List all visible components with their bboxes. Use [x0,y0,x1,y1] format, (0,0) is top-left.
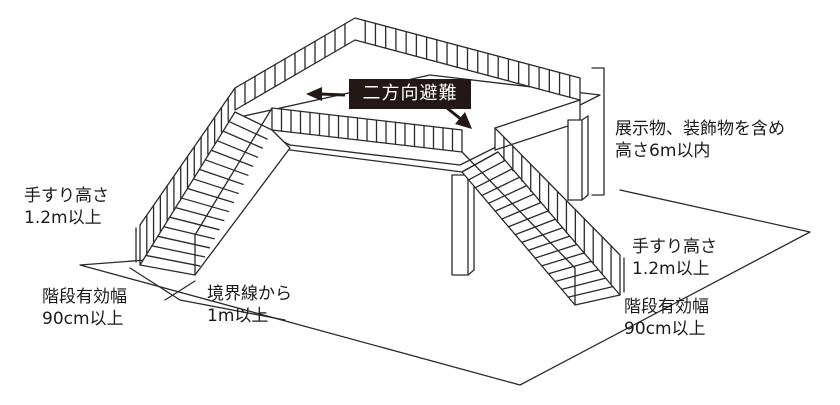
stair-step [521,227,564,244]
support-column-right [567,115,589,201]
stair-width-left-line2: 90cm以上 [42,309,124,329]
stair-step [210,149,254,167]
site-boundary-outline [79,189,811,386]
boundary-line2: 1m以上 [207,306,269,326]
stair-step [527,235,571,251]
stair-step [157,235,211,249]
evacuation-arrow-left [306,87,346,101]
stair-step [567,285,614,298]
stair-step [501,201,542,220]
stair-step [474,168,514,189]
stair-step [507,210,549,228]
height-limit-line2: 高さ6m以内 [615,141,711,161]
evacuation-badge: 二方向避難 [349,79,471,109]
right-staircase [461,127,621,306]
stair-step [228,120,268,140]
stair-step [145,254,201,267]
handrail-right-line2: 1.2m以上 [632,259,710,279]
stair-step [514,218,557,236]
stair-width-right-line1: 階段有効幅 [624,297,709,317]
stair-step [192,178,239,195]
left-staircase [139,87,291,276]
stair-step [554,269,600,283]
stair-step [180,197,230,213]
stair-step [481,176,521,197]
stair-width-left-label: 階段有効幅 90cm以上 [42,286,127,330]
stair-step [169,216,220,231]
stair-width-left-line1: 階段有効幅 [42,287,127,307]
stair-step [198,168,244,186]
handrail-right-label: 手すり高さ 1.2m以上 [632,236,717,280]
stair-step [547,260,592,275]
boundary-label: 境界線から 1m以上 [207,283,292,327]
handrail-left-line1: 手すり高さ [24,186,109,206]
stair-step [467,159,506,181]
stair-step [487,184,528,204]
height-limit-line1: 展示物、装飾物を含め [615,119,785,139]
stair-width-right-label: 階段有効幅 90cm以上 [624,296,709,340]
stair-width-right-line2: 90cm以上 [624,319,706,339]
back-guardrail [234,17,581,111]
stair-step [163,226,215,240]
handrail-left-line2: 1.2m以上 [24,208,102,228]
boundary-dimension [129,267,286,321]
evacuation-arrow-right [446,106,472,129]
stair-step [174,206,225,222]
front-guardrail [271,107,463,153]
stair-step [541,252,585,267]
stair-step [561,277,607,291]
stair-step [494,193,535,212]
height-limit-label: 展示物、装飾物を含め 高さ6m以内 [615,118,785,162]
stair-step [204,159,249,176]
stair-step [534,243,578,259]
handrail-left-label: 手すり高さ 1.2m以上 [24,185,109,229]
support-column-center [451,171,475,276]
height-dimension-line [591,67,605,196]
boundary-line1: 境界線から [207,284,292,304]
stair-step [151,245,206,258]
handrail-right-line1: 手すり高さ [632,237,717,257]
stair-step [216,140,259,158]
stair-step [222,130,264,149]
stair-step [186,187,235,204]
